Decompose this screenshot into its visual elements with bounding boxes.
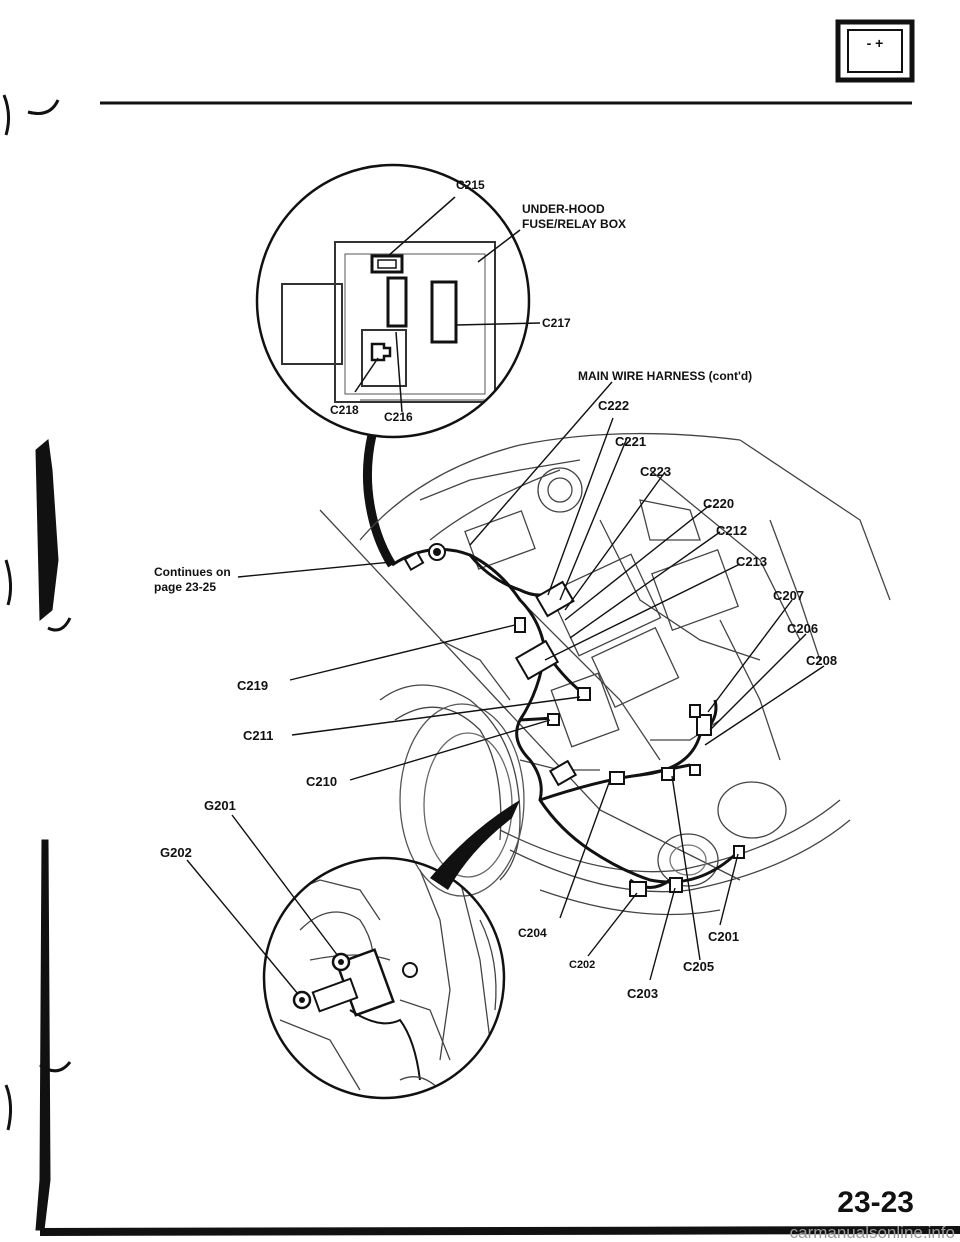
label-c217: C217 bbox=[542, 316, 571, 330]
label-c213: C213 bbox=[736, 554, 767, 569]
label-c221: C221 bbox=[615, 434, 646, 449]
inset-pointer bbox=[430, 800, 520, 890]
label-c219: C219 bbox=[237, 678, 268, 693]
page-number: 23-23 bbox=[837, 1186, 914, 1219]
label-c220: C220 bbox=[703, 496, 734, 511]
label-continues-1: Continues on bbox=[154, 565, 231, 579]
binding-marks bbox=[2, 94, 72, 1231]
label-continues-2: page 23-25 bbox=[154, 580, 216, 594]
connector-leaders bbox=[237, 381, 825, 981]
label-harness-title: MAIN WIRE HARNESS (cont'd) bbox=[578, 369, 752, 383]
engine-bay-illustration bbox=[319, 432, 891, 916]
label-c223: C223 bbox=[640, 464, 671, 479]
label-c208: C208 bbox=[806, 653, 837, 668]
label-c202: C202 bbox=[569, 959, 595, 971]
label-c222: C222 bbox=[598, 398, 629, 413]
label-c207: C207 bbox=[773, 588, 804, 603]
label-c206: C206 bbox=[787, 621, 818, 636]
fuse-box-inset bbox=[255, 163, 541, 568]
label-c205: C205 bbox=[683, 959, 714, 974]
label-c210: C210 bbox=[306, 774, 337, 789]
footer-rule bbox=[40, 1226, 960, 1236]
battery-symbols: - + bbox=[867, 35, 884, 51]
label-c212: C212 bbox=[716, 523, 747, 538]
label-fuse-box-2: FUSE/RELAY BOX bbox=[522, 217, 626, 231]
battery-icon: - + bbox=[835, 19, 915, 83]
label-g201: G201 bbox=[204, 798, 236, 813]
ground-inset bbox=[186, 814, 506, 1100]
watermark: carmanualsonline.info bbox=[790, 1223, 955, 1242]
label-fuse-box-1: UNDER-HOOD bbox=[522, 202, 605, 216]
label-c211: C211 bbox=[243, 728, 273, 743]
label-c218: C218 bbox=[330, 403, 359, 417]
label-c215: C215 bbox=[456, 178, 485, 192]
label-g202: G202 bbox=[160, 845, 192, 860]
label-c204: C204 bbox=[518, 926, 547, 940]
label-c216: C216 bbox=[384, 410, 413, 424]
label-c201: C201 bbox=[708, 929, 739, 944]
label-c203: C203 bbox=[627, 986, 658, 1001]
harness-connectors bbox=[403, 543, 745, 897]
